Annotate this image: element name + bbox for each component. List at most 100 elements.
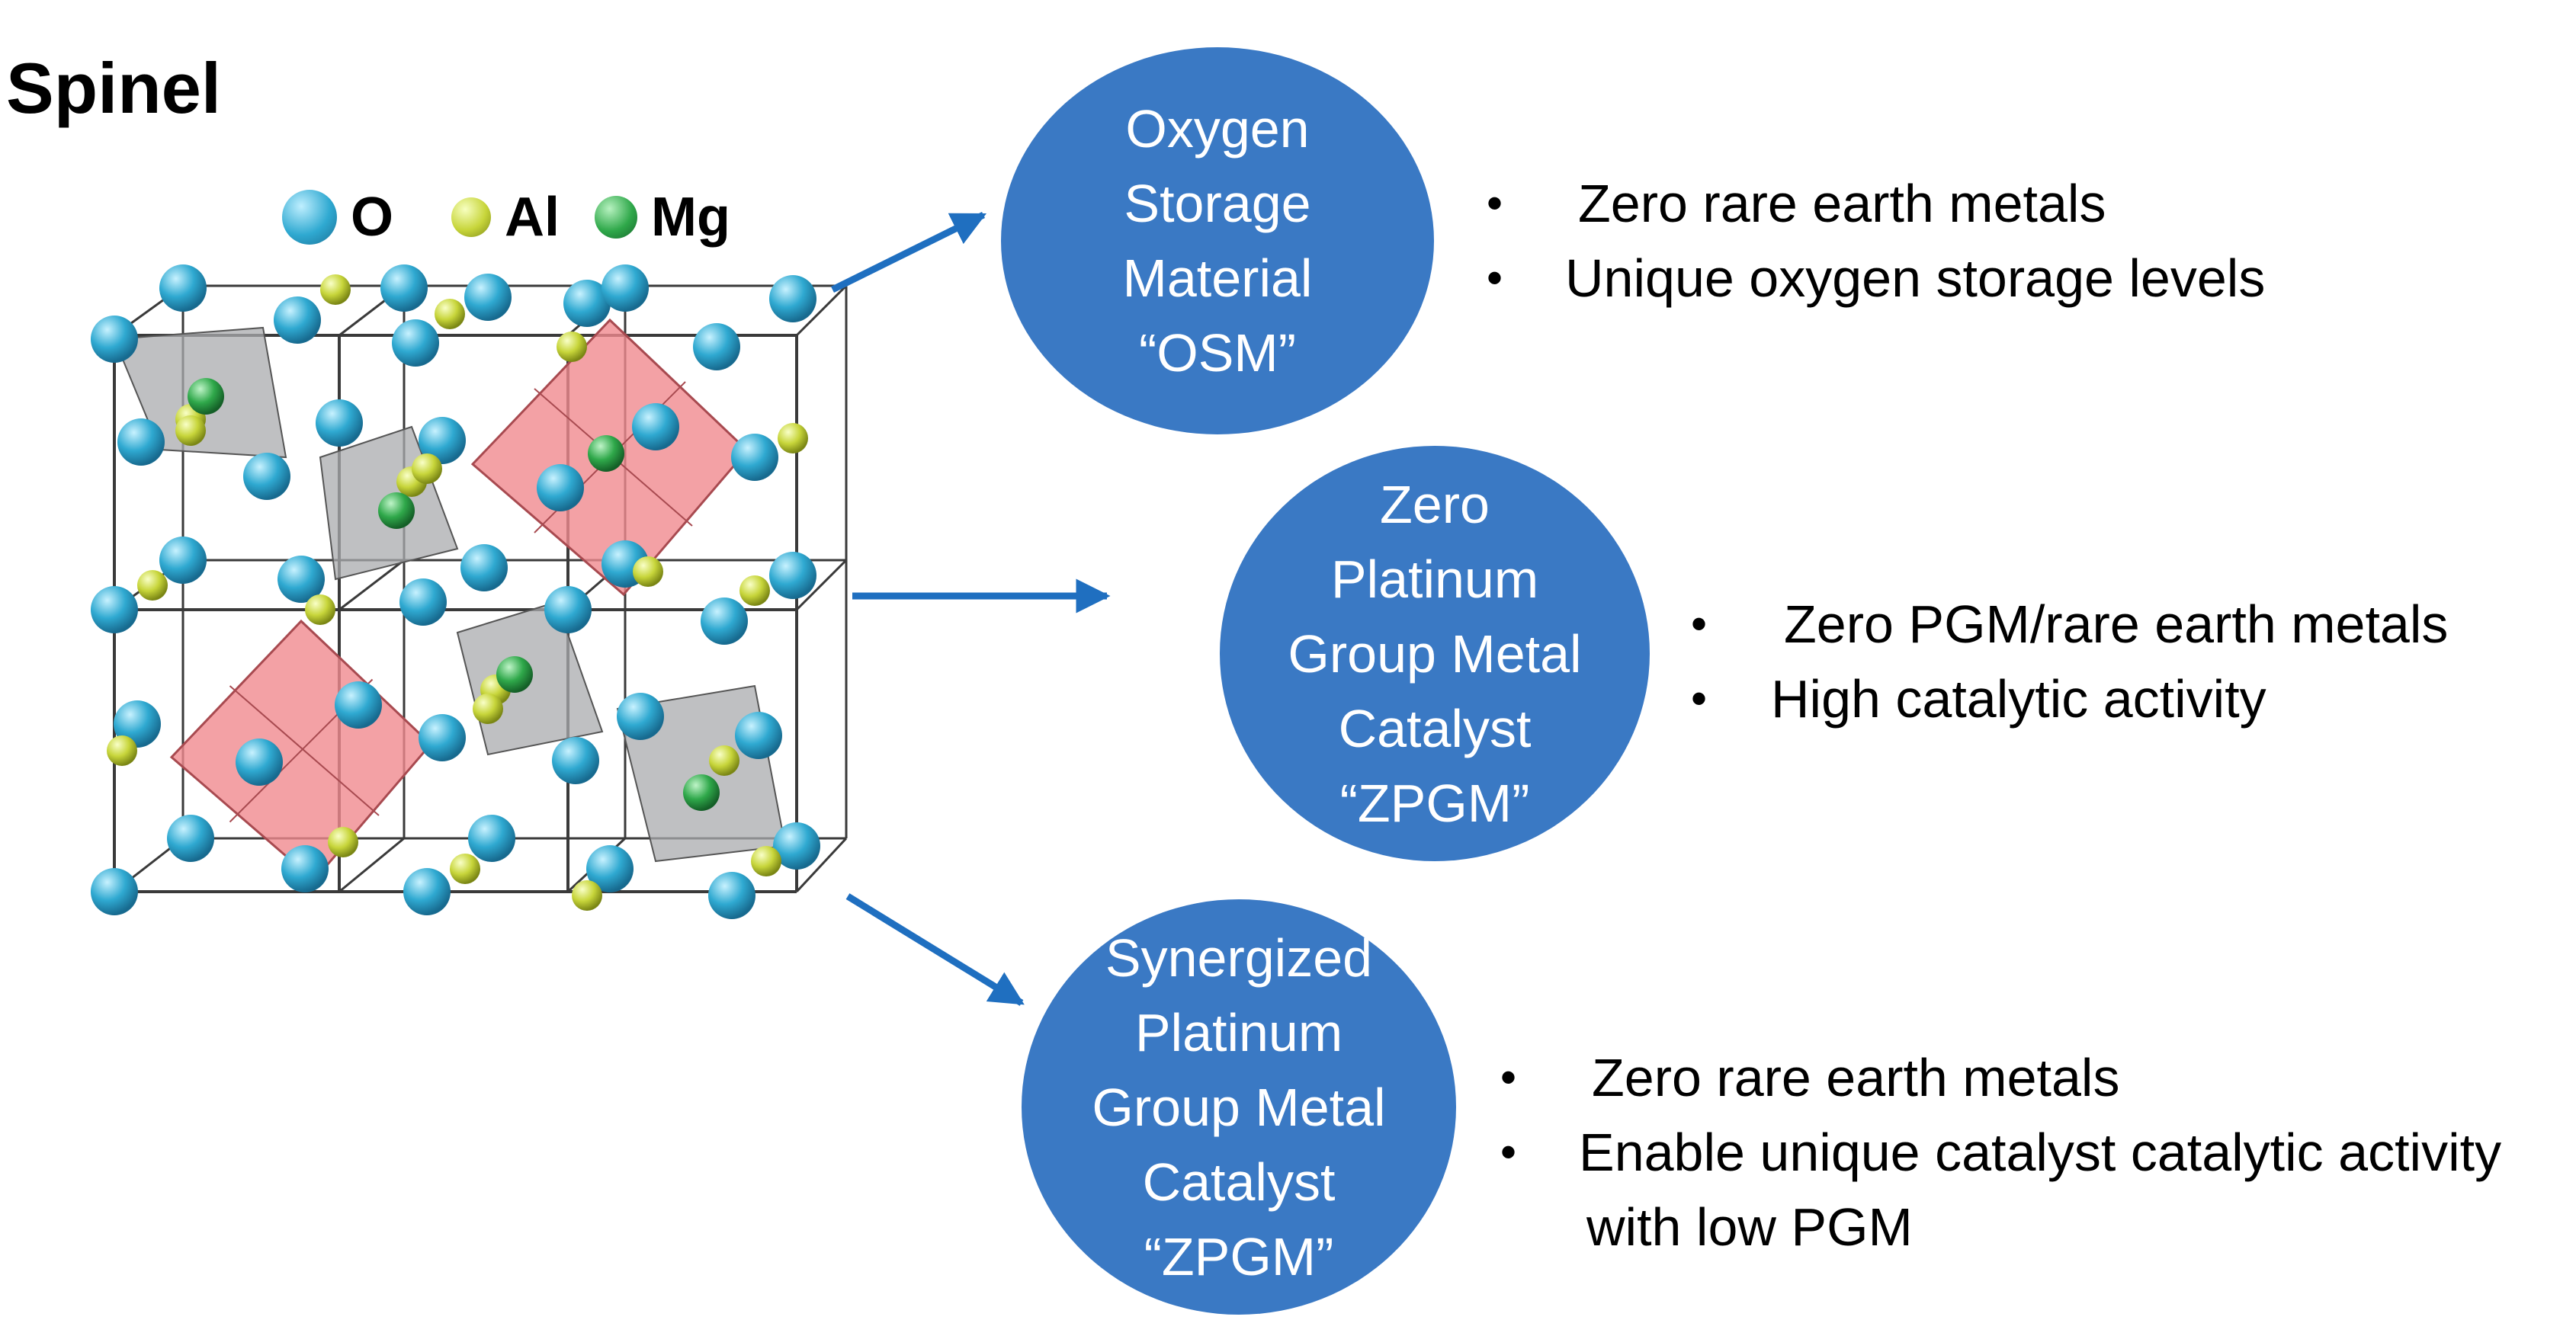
aluminum-atom [137, 570, 168, 601]
zpgm-bullet-list: •Zero PGM/rare earth metals •High cataly… [1691, 587, 2449, 736]
osm-name-line-4: “OSM” [1138, 323, 1297, 383]
oxygen-atom [464, 274, 512, 321]
aluminum-atom [709, 745, 739, 776]
oxygen-atom [91, 316, 138, 363]
osm-bullet-list: •Zero rare earth metals •Unique oxygen s… [1487, 166, 2278, 316]
aluminum-atom [572, 880, 602, 911]
osm-bullet-1: •Zero rare earth metals [1487, 174, 2106, 233]
osm-bullet-2: •Unique oxygen storage levels [1487, 248, 2266, 308]
oxygen-atom [632, 403, 679, 450]
synergized-name-line-1: Synergized [1105, 928, 1373, 988]
oxygen-atom [552, 737, 599, 784]
oxygen-atom [544, 586, 592, 633]
aluminum-atom-icon [451, 197, 491, 237]
lattice-line [338, 559, 405, 611]
lattice-line [338, 837, 405, 893]
aluminum-atom [435, 299, 465, 329]
legend-label-magnesium: Mg [651, 187, 730, 248]
magnesium-atom [588, 435, 624, 472]
oxygen-atom [563, 280, 611, 327]
osm-bullet-2-text: Unique oxygen storage levels [1565, 248, 2266, 308]
oxygen-atom [380, 264, 428, 312]
zpgm-circle: Zero Platinum Group Metal Catalyst “ZPGM… [1220, 446, 1650, 861]
synergized-bullet-3: with low PGM [1586, 1190, 2509, 1264]
synergized-name-line-2: Platinum [1134, 1002, 1343, 1062]
diagram-title: Spinel [6, 48, 222, 128]
magnesium-atom-icon [595, 196, 637, 239]
synergized-bullet-2-text: Enable unique catalyst catalytic activit… [1579, 1123, 2502, 1182]
synergized-name-line-4: Catalyst [1142, 1152, 1336, 1212]
oxygen-atom [617, 693, 664, 740]
oxygen-atom [243, 453, 290, 500]
legend-magnesium: Mg [595, 175, 730, 259]
oxygen-atom [281, 845, 329, 892]
lattice-line [795, 284, 848, 337]
zpgm-name-line-2: Platinum [1330, 549, 1539, 609]
osm-name-line-3: Material [1122, 248, 1313, 308]
osm-name-line-2: Storage [1124, 174, 1311, 233]
oxygen-atom [537, 464, 584, 511]
oxygen-atom [277, 556, 325, 603]
aluminum-atom [778, 423, 808, 453]
oxygen-atom [91, 868, 138, 915]
aluminum-atom [328, 827, 358, 857]
oxygen-atom [236, 738, 283, 786]
synergized-pgm-circle: Synergized Platinum Group Metal Catalyst… [1022, 899, 1456, 1315]
arrow-to-synergized-pgm [845, 893, 1025, 1006]
synergized-bullet-1: •Zero rare earth metals [1500, 1048, 2120, 1107]
oxygen-atom [769, 552, 816, 599]
octahedron-edge [229, 685, 380, 816]
zpgm-name-line-3: Group Metal [1288, 623, 1582, 684]
oxygen-atom [159, 537, 207, 584]
aluminum-atom [751, 846, 781, 876]
aluminum-atom [175, 415, 206, 446]
aluminum-atom [557, 332, 587, 362]
aluminum-atom [412, 453, 442, 484]
oxygen-atom [586, 845, 634, 892]
oxygen-atom [392, 319, 439, 367]
osm-bullet-1-text: Zero rare earth metals [1578, 174, 2106, 233]
oxygen-atom [731, 434, 778, 481]
synergized-bullet-3-text: with low PGM [1586, 1197, 1913, 1257]
synergized-bullet-list: •Zero rare earth metals •Enable unique c… [1500, 1040, 2514, 1264]
oxygen-atom [335, 681, 382, 729]
legend-aluminum: Al [451, 175, 560, 259]
oxygen-atom [601, 264, 649, 312]
zpgm-name-line-4: Catalyst [1338, 698, 1532, 758]
aluminum-atom [450, 854, 480, 884]
synergized-name-line-3: Group Metal [1092, 1077, 1386, 1137]
lattice-line [795, 559, 848, 611]
zpgm-name-line-1: Zero [1380, 474, 1490, 534]
osm-name-line-1: Oxygen [1125, 99, 1310, 159]
oxygen-atom [460, 544, 508, 591]
legend-oxygen: O [282, 175, 393, 259]
oxygen-atom [403, 868, 451, 915]
aluminum-atom [633, 556, 663, 587]
magnesium-atom [496, 656, 533, 693]
aluminum-atom [473, 694, 503, 724]
oxygen-atom [117, 418, 165, 466]
zpgm-bullet-1-text: Zero PGM/rare earth metals [1784, 594, 2449, 654]
magnesium-atom [188, 378, 224, 415]
oxygen-atom [114, 700, 161, 748]
synergized-name-line-5: “ZPGM” [1144, 1226, 1334, 1286]
synergized-bullet-2: •Enable unique catalyst catalytic activi… [1500, 1123, 2502, 1182]
oxygen-atom [159, 264, 207, 312]
oxygen-atom [419, 417, 466, 464]
aluminum-atom [107, 735, 137, 766]
zpgm-name-line-5: “ZPGM” [1339, 773, 1530, 833]
zpgm-bullet-2: •High catalytic activity [1691, 669, 2266, 729]
oxygen-atom [735, 712, 782, 759]
aluminum-atom [320, 274, 351, 305]
aluminum-atom [305, 594, 335, 625]
aluminum-atom [739, 575, 770, 606]
oxygen-atom [274, 296, 321, 344]
zpgm-bullet-2-text: High catalytic activity [1771, 669, 2266, 729]
oxygen-atom-icon [282, 190, 337, 245]
oxygen-atom [399, 578, 447, 626]
synergized-bullet-1-text: Zero rare earth metals [1592, 1048, 2120, 1107]
arrow-to-osm [831, 211, 987, 293]
